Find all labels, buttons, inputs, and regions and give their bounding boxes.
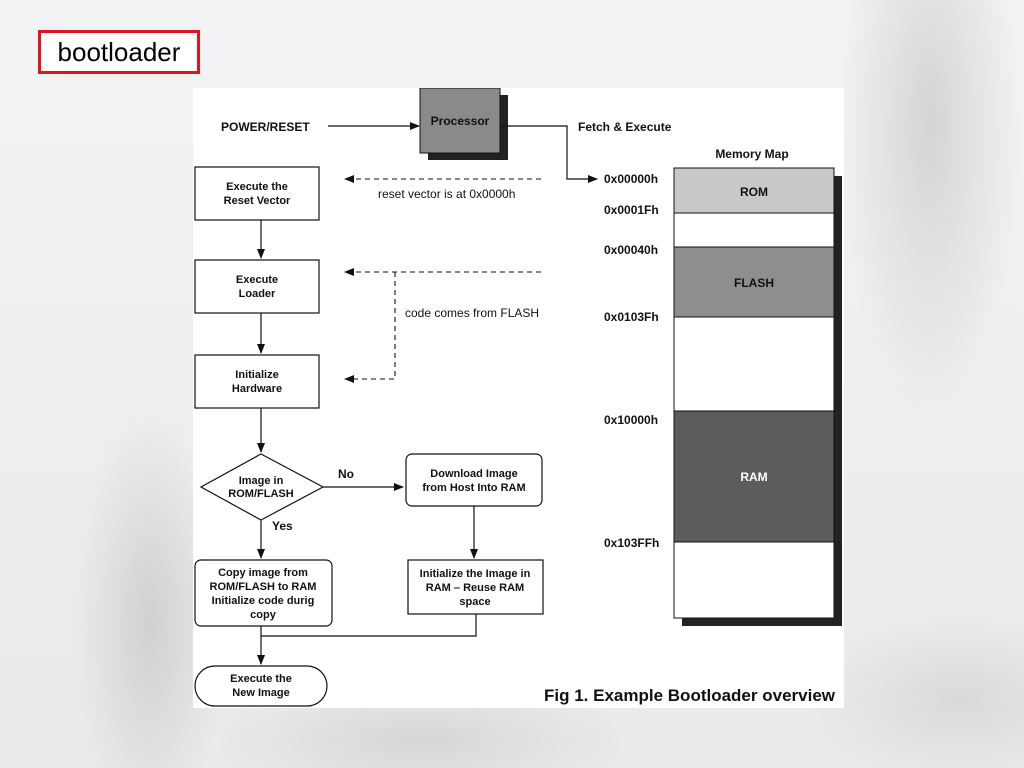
copy-image-box [194,559,333,627]
processor-label: Processor [431,114,490,128]
address-label: 0x00000h [604,172,658,186]
memory-label-ram: RAM [740,470,767,484]
execute-loader-line1: Execute [236,274,278,286]
address-label: 0x10000h [604,413,658,427]
flash-dashed-connector [344,272,396,383]
initialize-hardware-box [194,354,320,409]
fetch-execute-arrow [500,125,598,183]
execute-reset-vector-box [194,166,320,221]
memory-region-empty-2 [673,316,835,412]
fetch-execute-label: Fetch & Execute [578,120,672,134]
execute-new-image-line1: Execute the [230,673,292,685]
memory-region-empty-1 [673,212,835,248]
merge-connector [261,614,477,637]
flash-note: code comes from FLASH [405,306,539,320]
address-label: 0x103FFh [604,536,659,550]
power-reset-label: POWER/RESET [221,120,310,134]
no-label: No [338,467,354,481]
execute-new-image-line2: New Image [232,687,289,699]
decision-line2: ROM/FLASH [228,488,293,500]
reset-vector-note: reset vector is at 0x0000h [378,187,515,201]
slide-title: bootloader [38,30,200,74]
bootloader-diagram: POWER/RESET Processor Fetch & Execute Me… [193,88,844,708]
copy-image-line4: copy [250,609,277,621]
execute-reset-vector-line2: Reset Vector [224,195,291,207]
copy-image-line3: Initialize code durig [212,595,315,607]
figure-caption: Fig 1. Example Bootloader overview [544,686,835,705]
address-label: 0x00040h [604,243,658,257]
decision-diamond [199,453,325,521]
initialize-hardware-line2: Hardware [232,383,282,395]
address-label: 0x0103Fh [604,310,659,324]
address-label: 0x0001Fh [604,203,659,217]
download-image-line2: from Host Into RAM [422,482,525,494]
execute-loader-box [194,259,320,314]
initialize-image-line2: RAM – Reuse RAM [426,582,524,594]
memory-region-flash [673,246,835,318]
initialize-image-line3: space [459,596,490,608]
download-image-line1: Download Image [430,468,517,480]
copy-image-line2: ROM/FLASH to RAM [210,581,317,593]
download-image-box [405,453,543,507]
execute-reset-vector-line1: Execute the [226,181,288,193]
initialize-image-line1: Initialize the Image in [420,568,531,580]
decision-line1: Image in [239,475,284,487]
initialize-hardware-line1: Initialize [235,369,278,381]
copy-image-line1: Copy image from [218,567,308,579]
initialize-image-box [407,559,544,615]
yes-label: Yes [272,519,293,533]
execute-new-image-box [194,665,328,707]
memory-label-flash: FLASH [734,276,774,290]
memory-label-rom: ROM [740,185,768,199]
memory-region-rom [673,167,835,214]
memory-region-ram [673,410,835,543]
memory-region-empty-3 [673,541,835,619]
processor-box [419,88,501,154]
execute-loader-line2: Loader [239,288,276,300]
memory-map-title: Memory Map [715,147,788,161]
